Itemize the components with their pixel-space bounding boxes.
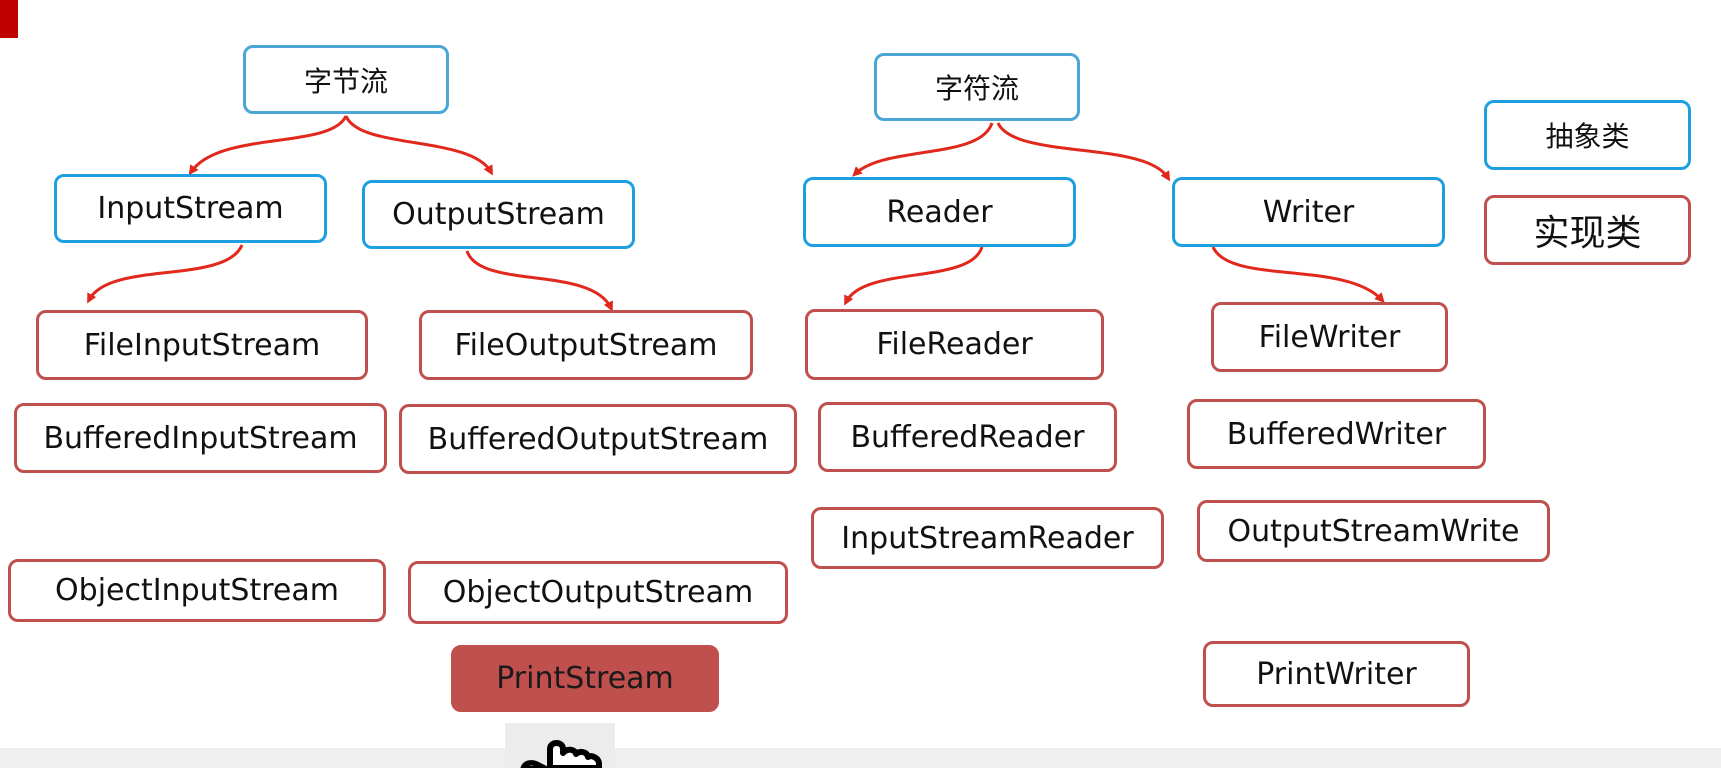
arrow-char-to-reader <box>852 122 994 177</box>
arrow-writer-to-filewriter <box>1211 246 1385 303</box>
arrow-char-to-writer <box>996 122 1171 182</box>
abstract-outputstream: OutputStream <box>362 180 635 249</box>
impl-filewriter: FileWriter <box>1211 302 1448 372</box>
impl-filereader: FileReader <box>805 309 1104 380</box>
slide-corner-marker <box>0 0 18 38</box>
impl-bufferedwriter: BufferedWriter <box>1187 399 1486 469</box>
arrow-byte-to-inputstream <box>188 115 348 176</box>
legend-impl-class: 实现类 <box>1484 195 1691 265</box>
abstract-inputstream: InputStream <box>54 174 327 243</box>
impl-outputstreamwrite: OutputStreamWrite <box>1197 500 1550 562</box>
abstract-reader: Reader <box>803 177 1076 247</box>
impl-bufferedoutputstream: BufferedOutputStream <box>399 404 797 474</box>
impl-objectoutputstream: ObjectOutputStream <box>408 561 788 624</box>
category-char-stream: 字符流 <box>874 53 1080 121</box>
category-byte-stream: 字节流 <box>243 45 449 114</box>
impl-objectinputstream: ObjectInputStream <box>8 559 386 622</box>
legend-abstract-class: 抽象类 <box>1484 100 1691 170</box>
impl-fileinputstream: FileInputStream <box>36 310 368 380</box>
bottom-bar <box>0 748 1721 768</box>
impl-fileoutputstream: FileOutputStream <box>419 310 753 380</box>
impl-printwriter: PrintWriter <box>1203 641 1470 707</box>
impl-inputstreamreader: InputStreamReader <box>811 507 1164 569</box>
impl-bufferedinputstream: BufferedInputStream <box>14 403 387 473</box>
abstract-writer: Writer <box>1172 177 1445 247</box>
arrow-reader-to-filereader <box>844 246 984 306</box>
arrow-outputstream-to-fileoutputstream <box>465 250 613 312</box>
arrow-byte-to-outputstream <box>344 115 493 176</box>
hand-pointer-icon <box>505 723 615 771</box>
impl-printstream: PrintStream <box>451 645 719 712</box>
arrow-inputstream-to-fileinputstream <box>87 244 244 304</box>
impl-bufferedreader: BufferedReader <box>818 402 1117 472</box>
